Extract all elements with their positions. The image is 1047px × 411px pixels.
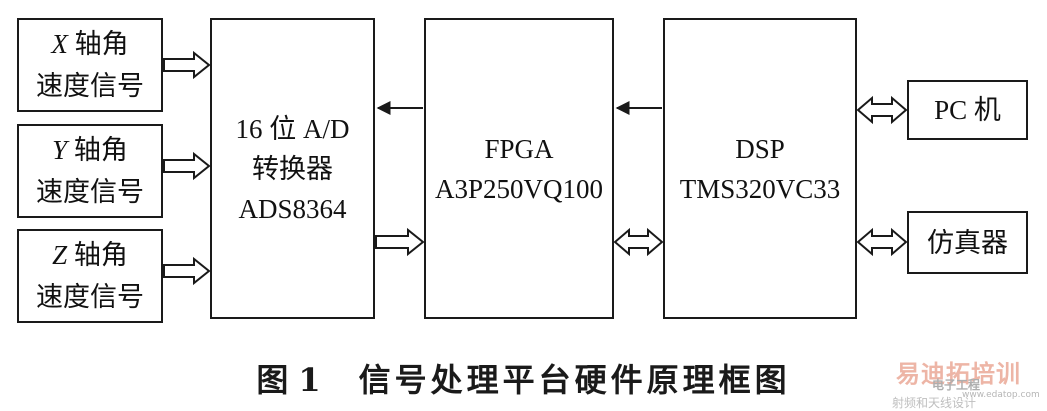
dsp-box: DSP TMS320VC33 [663, 18, 857, 319]
z-axis-label-line2: 速度信号 [36, 282, 144, 312]
dsp-line1: DSP [735, 133, 785, 164]
dsp-pc-bidirectional-arrow [856, 95, 908, 125]
adc-to-fpga-arrow [375, 227, 425, 257]
adc-box: 16 位 A/D 转换器 ADS8364 [210, 18, 375, 319]
x-axis-label-line1: X 轴角 [51, 23, 128, 65]
emulator-label: 仿真器 [927, 227, 1008, 258]
watermark-logo: 易迪拓培训 电子工程 www.edatop.com 射频和天线设计 [892, 354, 1042, 410]
y-axis-label-line2: 速度信号 [36, 177, 144, 207]
y-axis-label-line1: Y 轴角 [52, 129, 128, 171]
x-to-adc-arrow [163, 50, 211, 80]
watermark-line2: 电子工程 [932, 378, 981, 392]
dsp-emulator-bidirectional-arrow [856, 227, 908, 257]
adc-line3: ADS8364 [238, 193, 347, 224]
x-axis-label-line2: 速度信号 [36, 71, 144, 101]
y-var: Y [52, 135, 68, 165]
adc-line2: 转换器 [252, 153, 333, 184]
y-axis-signal-box: Y 轴角 速度信号 [17, 124, 163, 218]
z-axis-signal-box: Z 轴角 速度信号 [17, 229, 163, 323]
caption-prefix: 图 [256, 361, 293, 399]
fpga-box: FPGA A3P250VQ100 [424, 18, 614, 319]
x-axis-label-rest: 轴角 [74, 29, 129, 59]
pc-label: PC 机 [934, 95, 1001, 125]
fpga-line2: A3P250VQ100 [434, 173, 603, 204]
z-axis-label-rest: 轴角 [73, 240, 128, 270]
caption-number: 1 [298, 361, 325, 399]
pc-box: PC 机 [907, 80, 1028, 140]
adc-line1: 16 位 A/D [235, 113, 350, 144]
dsp-line2: TMS320VC33 [679, 173, 841, 204]
x-var: X [51, 29, 68, 59]
watermark-line3: www.edatop.com [962, 390, 1040, 400]
watermark-line4: 射频和天线设计 [892, 396, 977, 410]
fpga-dsp-bidirectional-arrow [613, 227, 664, 257]
x-axis-signal-box: X 轴角 速度信号 [17, 18, 163, 112]
z-var: Z [52, 240, 68, 270]
z-to-adc-arrow [163, 256, 211, 286]
y-to-adc-arrow [163, 151, 211, 181]
watermark-line1: 易迪拓培训 [896, 360, 1021, 388]
fpga-line1: FPGA [484, 133, 554, 164]
y-axis-label-rest: 轴角 [73, 135, 128, 165]
caption-text: 信号处理平台硬件原理框图 [358, 361, 791, 399]
emulator-box: 仿真器 [907, 211, 1028, 274]
z-axis-label-line1: Z 轴角 [52, 234, 128, 276]
